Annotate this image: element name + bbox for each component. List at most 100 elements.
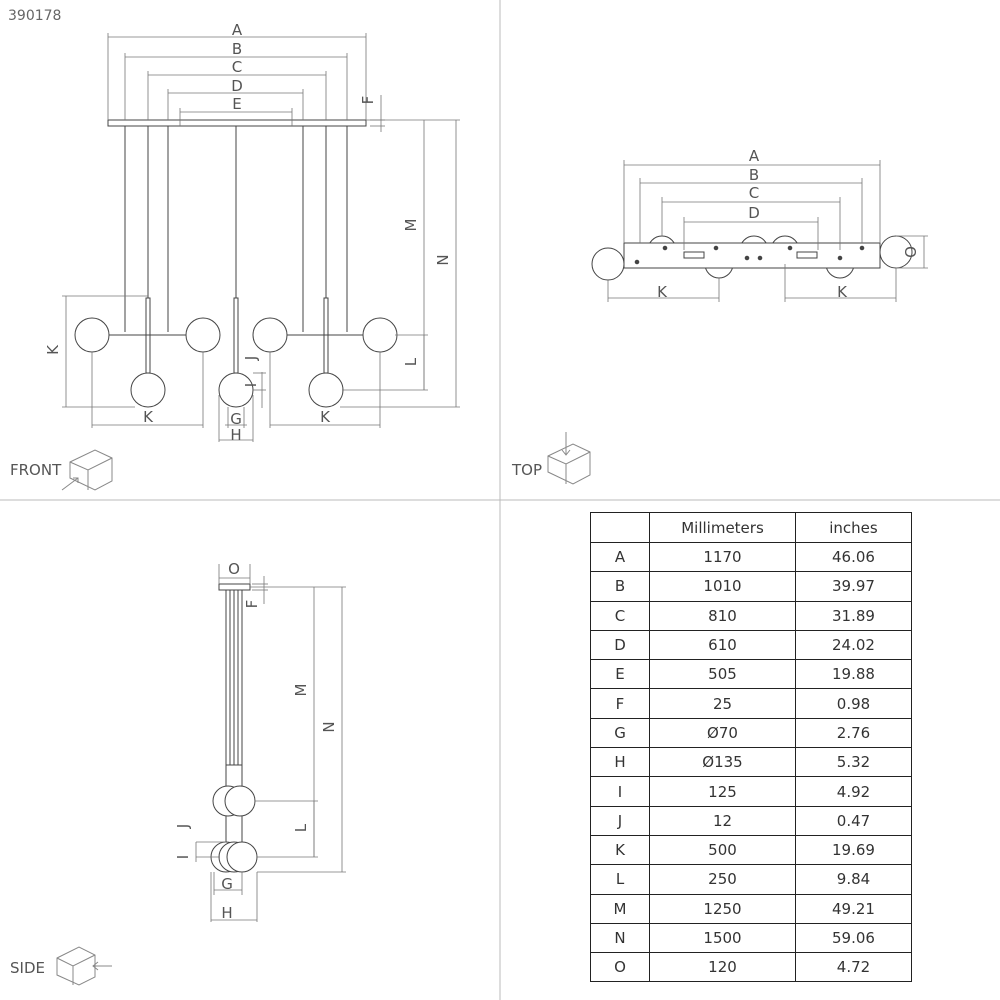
- front-view: [74, 119, 398, 408]
- table-cell-key: M: [590, 893, 650, 924]
- side-dimension-lines: [195, 564, 346, 922]
- table-cell-in: 0.98: [795, 688, 912, 719]
- top-ceiling-plate: [623, 242, 881, 269]
- table-cell-key: D: [590, 629, 650, 661]
- table-cell-in: 19.69: [795, 834, 912, 866]
- dim-label-N: N: [320, 721, 338, 732]
- dim-label-A: A: [749, 147, 760, 165]
- table-cell-key: E: [590, 659, 650, 690]
- table-cell-mm: Ø70: [649, 717, 796, 749]
- side-view-cube-icon: [56, 946, 112, 986]
- table-cell-in: 39.97: [795, 571, 912, 602]
- dim-label-I: I: [174, 855, 192, 859]
- table-cell-key: G: [590, 717, 650, 749]
- table-cell-mm: 500: [649, 834, 796, 866]
- dim-label-F: F: [359, 96, 377, 105]
- table-cell-key: I: [590, 776, 650, 807]
- dim-label-O: O: [228, 560, 240, 578]
- dim-label-K: K: [320, 408, 331, 426]
- dim-label-J: J: [174, 824, 192, 829]
- view-label-top: TOP: [511, 461, 542, 479]
- table-cell-in: 4.72: [795, 952, 912, 983]
- table-cell-mm: 610: [649, 629, 796, 661]
- table-cell-key: L: [590, 864, 650, 895]
- dim-label-B: B: [232, 40, 242, 58]
- dim-label-J: J: [242, 356, 260, 361]
- table-header-key: [590, 512, 650, 543]
- view-label-side: SIDE: [10, 959, 45, 977]
- dim-label-H: H: [230, 426, 241, 444]
- top-dimension-lines: [607, 160, 928, 302]
- top-dimension-labels: A B C D K K O: [657, 147, 920, 301]
- table-header-inches: inches: [795, 512, 912, 543]
- table-cell-mm: 250: [649, 864, 796, 895]
- table-cell-key: C: [590, 600, 650, 631]
- dim-label-F: F: [243, 600, 261, 609]
- dim-label-M: M: [402, 219, 420, 232]
- top-view: [591, 235, 913, 281]
- table-header-millimeters: Millimeters: [649, 512, 796, 543]
- dim-label-G: G: [221, 875, 233, 893]
- dim-label-H: H: [221, 904, 232, 922]
- dim-label-A: A: [232, 21, 243, 39]
- ceiling-plate: [107, 119, 367, 127]
- dim-label-E: E: [232, 95, 241, 113]
- globe-shade: [74, 317, 110, 353]
- table-cell-mm: Ø135: [649, 747, 796, 778]
- table-cell-in: 2.76: [795, 717, 912, 749]
- dim-label-L: L: [402, 357, 420, 366]
- table-cell-mm: 1500: [649, 922, 796, 954]
- dim-label-D: D: [748, 204, 760, 222]
- dim-label-I: I: [242, 383, 260, 387]
- table-cell-key: J: [590, 805, 650, 836]
- table-cell-in: 24.02: [795, 629, 912, 661]
- table-cell-in: 46.06: [795, 541, 912, 573]
- dim-label-K: K: [143, 408, 154, 426]
- front-dimension-labels: A B C D E F M N L K K K G H J I: [44, 21, 452, 444]
- dim-label-C: C: [232, 58, 242, 76]
- dim-label-N: N: [434, 254, 452, 265]
- globe-shade: [130, 372, 166, 408]
- top-view-cube-icon: [547, 432, 591, 485]
- table-cell-in: 59.06: [795, 922, 912, 954]
- table-cell-key: O: [590, 952, 650, 983]
- table-cell-in: 31.89: [795, 600, 912, 631]
- dim-label-O: O: [902, 246, 920, 258]
- view-label-front: FRONT: [10, 461, 62, 479]
- product-id: 390178: [8, 8, 62, 24]
- dim-label-G: G: [230, 410, 242, 428]
- dim-label-L: L: [292, 823, 310, 832]
- table-cell-in: 19.88: [795, 659, 912, 690]
- dim-label-M: M: [292, 684, 310, 697]
- table-cell-in: 5.32: [795, 747, 912, 778]
- globe-shade: [185, 317, 221, 353]
- table-cell-in: 4.92: [795, 776, 912, 807]
- front-view-cube-icon: [61, 449, 113, 491]
- dim-label-C: C: [749, 184, 759, 202]
- table-cell-mm: 505: [649, 659, 796, 690]
- table-cell-mm: 1250: [649, 893, 796, 924]
- table-cell-in: 9.84: [795, 864, 912, 895]
- table-cell-mm: 120: [649, 952, 796, 983]
- table-cell-key: A: [590, 541, 650, 573]
- table-cell-key: K: [590, 834, 650, 866]
- dim-label-D: D: [231, 77, 243, 95]
- table-cell-in: 49.21: [795, 893, 912, 924]
- table-cell-mm: 125: [649, 776, 796, 807]
- table-cell-mm: 12: [649, 805, 796, 836]
